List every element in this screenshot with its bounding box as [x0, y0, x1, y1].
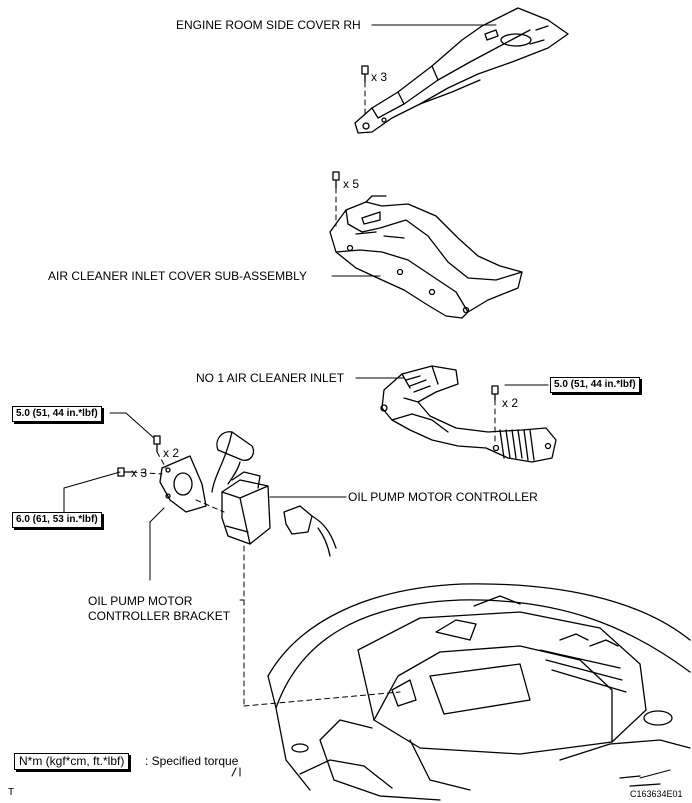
legend-description: : Specified torque: [145, 754, 239, 768]
side-cover-part: [354, 7, 569, 134]
air-inlet-part: [380, 365, 557, 463]
torque-bracket-top: 5.0 (51, 44 in.*lbf): [12, 406, 102, 422]
fasteners: [117, 65, 499, 477]
controller-part: [211, 431, 337, 557]
corner-mark: T: [8, 787, 15, 798]
qty-inlet-cover-clips: x 5: [343, 177, 360, 191]
torque-air-inlet: 5.0 (51, 44 in.*lbf): [550, 377, 640, 393]
torque-bracket-left: 6.0 (61, 53 in.*lbf): [12, 512, 102, 528]
engine-bay-illustration: [267, 583, 691, 801]
figure-id: C163634E01: [630, 789, 683, 799]
install-paths: [131, 81, 496, 707]
inlet-cover-part: [329, 195, 523, 319]
qty-bracket-bolts-left: x 3: [131, 466, 148, 480]
qty-air-inlet-bolts: x 2: [502, 396, 519, 410]
leader-lines: [63, 24, 549, 601]
label-air-inlet: NO 1 AIR CLEANER INLET: [196, 371, 345, 385]
qty-side-cover-clips: x 3: [371, 70, 388, 84]
bracket-part: [159, 455, 207, 513]
label-inlet-cover: AIR CLEANER INLET COVER SUB-ASSEMBLY: [48, 269, 307, 283]
label-side-cover: ENGINE ROOM SIDE COVER RH: [176, 18, 361, 32]
legend-unit-box: N*m (kgf*cm, ft.*lbf): [14, 753, 130, 770]
qty-bracket-bolts-top: x 2: [163, 446, 180, 460]
label-bracket: OIL PUMP MOTOR CONTROLLER BRACKET: [88, 594, 231, 623]
label-controller: OIL PUMP MOTOR CONTROLLER: [348, 490, 538, 504]
